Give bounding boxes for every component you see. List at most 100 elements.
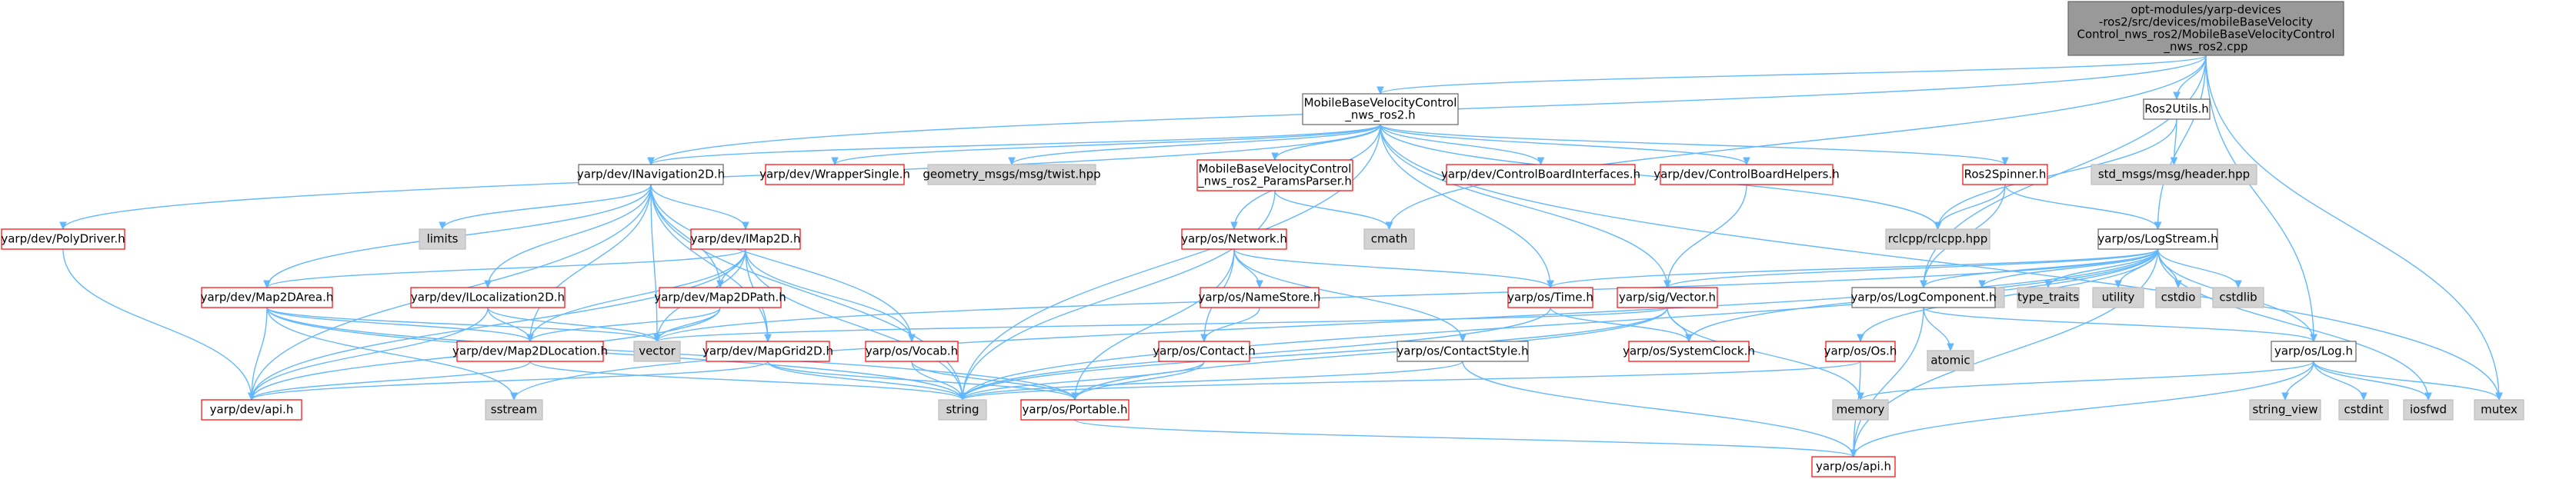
node-stringview[interactable]: string_view [2249,399,2321,421]
node-log[interactable]: yarp/os/Log.h [2271,341,2357,362]
arrowhead-network-to-namestore [1256,280,1263,289]
edge-iloc2d-to-vector [487,307,658,342]
node-label: _nws_ros2.h [1344,108,1415,123]
node-label: yarp/dev/PolyDriver.h [1,232,125,246]
node-label: yarp/os/Log.h [2274,344,2353,358]
edge-mbvc_h-to-ros2spinner [1380,124,2006,165]
node-osos[interactable]: yarp/os/Os.h [1824,341,1897,362]
node-label: MobileBaseVelocityControl [1199,162,1352,176]
node-box [1660,164,1834,185]
node-iosfwd[interactable]: iosfwd [2403,399,2454,421]
node-inav2d[interactable]: yarp/dev/INavigation2D.h [577,164,725,185]
edge-inav2d-to-vocab [650,184,913,342]
node-logcomponent[interactable]: yarp/os/LogComponent.h [1850,287,1997,308]
arrowhead-inav2d-to-imap2d [742,221,749,231]
edge-inav2d-to-mapgrid2d [650,184,769,342]
node-box [706,341,830,362]
node-limits[interactable]: limits [419,228,466,250]
node-box [1962,164,2048,185]
node-box [410,287,566,308]
node-box [659,287,782,308]
node-label: rclcpp/rclcpp.hpp [1888,232,1987,246]
node-map2darea[interactable]: yarp/dev/Map2DArea.h [201,287,334,308]
node-root[interactable]: opt-modules/yarp-devices-ros2/src/device… [2067,1,2344,56]
arrowhead-mbvc_h-to-params [1271,152,1279,161]
arrowhead-root-to-ros2utils [2173,91,2181,101]
node-polydriver[interactable]: yarp/dev/PolyDriver.h [1,228,125,250]
edge-iloc2d-to-devapi [251,307,489,401]
node-twist[interactable]: geometry_msgs/msg/twist.hpp [923,164,1101,185]
node-mutex[interactable]: mutex [2474,399,2524,421]
node-typetraits[interactable]: type_traits [2017,287,2080,308]
arrowhead-log-to-memory [1857,392,1864,401]
node-box [1825,341,1896,362]
node-label: atomic [1930,354,1970,368]
arrowhead-sigvector-to-vector [653,334,661,343]
node-box [633,341,681,362]
node-label: yarp/dev/ControlBoardInterfaces.h [1441,168,1640,181]
node-contactstyle[interactable]: yarp/os/ContactStyle.h [1396,341,1529,362]
node-devapi[interactable]: yarp/dev/api.h [201,399,302,421]
edge-inav2d-to-iloc2d [487,184,652,288]
node-map2dloc[interactable]: yarp/dev/Map2DLocation.h [452,341,608,362]
node-portable[interactable]: yarp/os/Portable.h [1020,399,1130,421]
node-cbh[interactable]: yarp/dev/ControlBoardHelpers.h [1653,164,1840,185]
node-mapgrid2d[interactable]: yarp/dev/MapGrid2D.h [702,341,833,362]
node-sstream[interactable]: sstream [485,399,543,421]
node-box [1885,228,1990,250]
node-ros2spinner[interactable]: Ros2Spinner.h [1962,164,2048,185]
node-cstdio[interactable]: cstdio [2155,287,2201,308]
arrowhead-ros2utils-to-stdmsgs [2170,157,2178,166]
arrowhead-logstream-to-tuple [1978,280,1986,289]
node-cstdlib[interactable]: cstdlib [2212,287,2264,308]
node-vocab[interactable]: yarp/os/Vocab.h [865,341,959,362]
node-mbvc_h[interactable]: MobileBaseVelocityControl_nws_ros2.h [1302,93,1459,125]
node-cstdint[interactable]: cstdint [2338,399,2389,421]
node-vector[interactable]: vector [633,341,681,362]
node-wrappersingle[interactable]: yarp/dev/WrapperSingle.h [759,164,910,185]
node-time[interactable]: yarp/os/Time.h [1507,287,1593,308]
edge-map2darea-to-sstream [266,307,515,401]
arrowhead-mbvc_h-to-polydriver [59,221,67,231]
node-atomic[interactable]: atomic [1927,350,1974,371]
node-cmath[interactable]: cmath [1363,228,1415,250]
node-namestore[interactable]: yarp/os/NameStore.h [1198,287,1321,308]
node-sysclock[interactable]: yarp/os/SystemClock.h [1623,341,1755,362]
nodes-layer: opt-modules/yarp-devices-ros2/src/device… [1,1,2524,477]
arrowhead-imap2d-to-vocab [908,334,916,343]
node-box [1832,399,1889,421]
node-osapi[interactable]: yarp/os/api.h [1811,456,1896,477]
arrowhead-contact-to-portable [1071,392,1079,401]
node-contact[interactable]: yarp/os/Contact.h [1153,341,1256,362]
node-rclcpp[interactable]: rclcpp/rclcpp.hpp [1885,228,1990,250]
node-logstream[interactable]: yarp/os/LogStream.h [2097,228,2218,250]
node-string[interactable]: string [938,399,987,421]
node-iloc2d[interactable]: yarp/dev/ILocalization2D.h [410,287,566,308]
edge-inav2d-to-limits [442,184,652,230]
arrowhead-namestore-to-contact [1200,334,1208,343]
arrowhead-logstream-to-logcomponent [1920,280,1927,289]
node-stdmsgs[interactable]: std_msgs/msg/header.hpp [2090,164,2257,185]
arrowhead-network-to-contactstyle [1459,334,1467,343]
node-utility[interactable]: utility [2092,287,2144,308]
node-imap2d[interactable]: yarp/dev/IMap2D.h [690,228,801,250]
node-network[interactable]: yarp/os/Network.h [1181,228,1287,250]
node-cbi[interactable]: yarp/dev/ControlBoardInterfaces.h [1441,164,1640,185]
node-label: limits [427,232,459,246]
node-params[interactable]: MobileBaseVelocityControl_nws_ros2_Param… [1196,159,1353,191]
edge-mbvc_h-to-string [962,124,1381,401]
edge-mbvc_h-to-cbi [1380,124,1542,165]
edge-inav2d-to-map2dloc [529,184,652,342]
node-map2dpath[interactable]: yarp/dev/Map2DPath.h [654,287,786,308]
node-ros2utils[interactable]: Ros2Utils.h [2143,98,2211,120]
node-box [2067,1,2344,56]
node-memory[interactable]: memory [1832,399,1889,421]
arrowhead-map2darea-to-sstream [510,392,518,401]
node-sigvector[interactable]: yarp/sig/Vector.h [1617,287,1718,308]
node-box [2474,399,2524,421]
edge-logstream-to-osapi [1853,248,2159,457]
edge-mbvc_h-to-wrappersingle [834,124,1381,165]
edge-logstream-to-string [962,248,2159,401]
node-box [456,341,604,362]
edge-logcomponent-to-log [1923,307,2314,342]
